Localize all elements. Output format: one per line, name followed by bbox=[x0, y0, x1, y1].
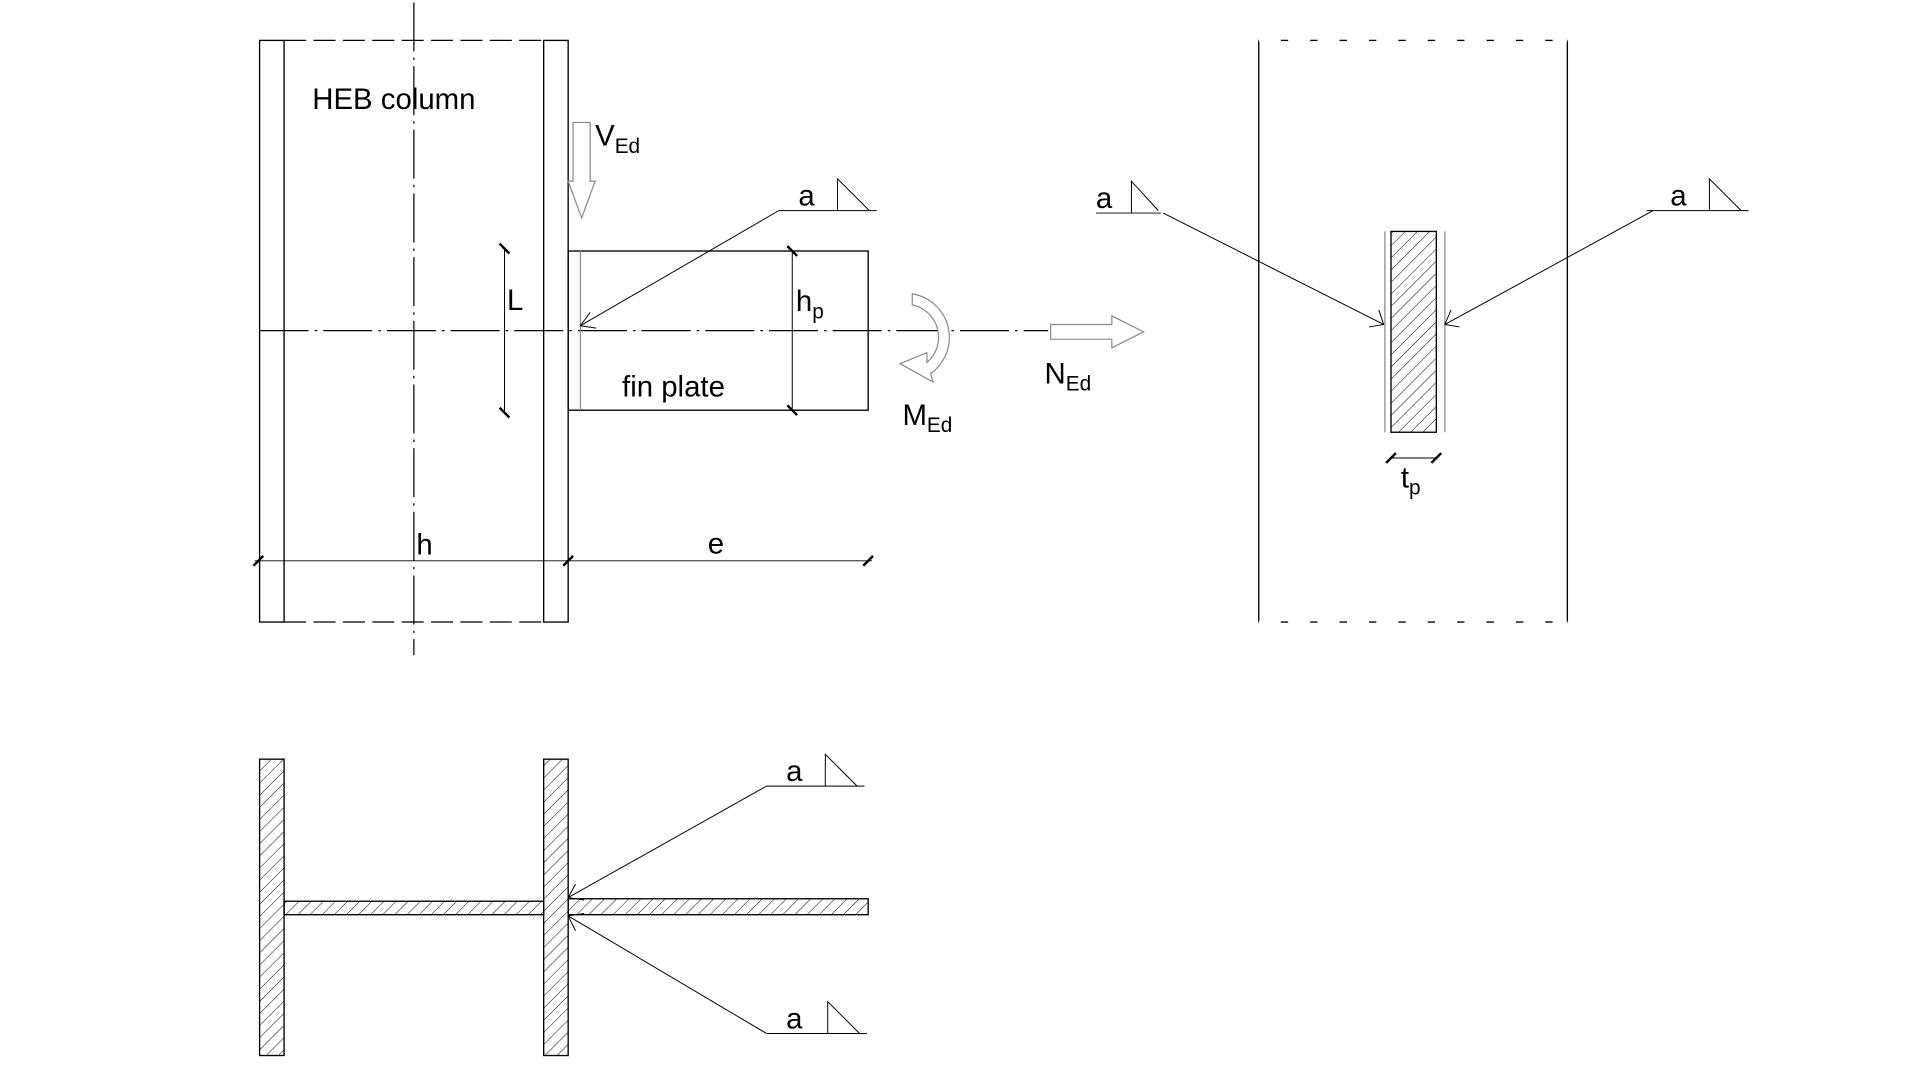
weld-symbol-plan-bottom: a bbox=[567, 912, 867, 1036]
weld-symbol-elevation: a bbox=[579, 177, 877, 329]
column-web-section bbox=[283, 900, 545, 916]
dimension-tick bbox=[1430, 452, 1443, 464]
leader-arrow-icon bbox=[579, 311, 597, 329]
weld-throat-label: a bbox=[786, 755, 803, 788]
column-left-flange bbox=[258, 39, 285, 623]
dimension-tick bbox=[1385, 452, 1397, 464]
weld-throat-label: a bbox=[1670, 180, 1687, 213]
column-right-flange bbox=[543, 39, 569, 623]
leader-arrow-icon bbox=[1444, 309, 1460, 328]
axial-force-arrow: NEd bbox=[1044, 314, 1146, 396]
leader-arrow-icon bbox=[1368, 309, 1385, 328]
column-right-flange-section bbox=[543, 758, 569, 1057]
dimension-L-label: L bbox=[507, 284, 523, 317]
fin-plate-plan-section bbox=[567, 898, 869, 916]
weld-symbol-side-left: a bbox=[1096, 179, 1385, 328]
dimension-hp-label: hp bbox=[796, 285, 824, 323]
dimension-tick bbox=[786, 404, 799, 416]
fin-plate bbox=[567, 250, 869, 411]
column-left-flange-section bbox=[258, 758, 285, 1057]
elevation-view: HEB column fin plate L hp h e a bbox=[252, 2, 1146, 656]
side-section-view: tp a a bbox=[1096, 39, 1749, 624]
bending-moment-label: MEd bbox=[902, 399, 952, 437]
dimension-tick bbox=[786, 245, 799, 257]
fin-plate-section bbox=[1390, 230, 1437, 433]
dimension-e-label: e bbox=[708, 527, 724, 560]
plan-section-view: a a bbox=[258, 753, 869, 1057]
leader-arrow-icon bbox=[567, 883, 585, 901]
leader-arrow-icon bbox=[567, 912, 585, 931]
fin-plate-label: fin plate bbox=[622, 371, 725, 404]
dimension-tick bbox=[562, 555, 574, 567]
shear-force-arrow: VEd bbox=[567, 120, 640, 220]
weld-throat-label: a bbox=[798, 180, 815, 213]
weld-symbol-side-right: a bbox=[1444, 177, 1749, 328]
dimension-tick bbox=[498, 406, 511, 419]
column-label: HEB column bbox=[312, 83, 475, 116]
dimension-tick bbox=[498, 242, 511, 255]
dimension-tp-label: tp bbox=[1401, 461, 1421, 499]
axial-force-label: NEd bbox=[1044, 357, 1091, 395]
down-arrow-icon bbox=[567, 121, 596, 220]
curved-arrow-icon bbox=[898, 293, 950, 384]
dimension-tick bbox=[252, 555, 265, 567]
dimension-tick bbox=[862, 555, 874, 567]
shear-force-label: VEd bbox=[595, 120, 640, 158]
weld-throat-label: a bbox=[1096, 182, 1113, 215]
right-arrow-icon bbox=[1050, 314, 1146, 349]
dimension-h-label: h bbox=[416, 529, 432, 562]
weld-throat-label: a bbox=[786, 1003, 803, 1036]
bending-moment-arrow: MEd bbox=[898, 293, 952, 437]
weld-symbol-plan-top: a bbox=[567, 753, 865, 901]
